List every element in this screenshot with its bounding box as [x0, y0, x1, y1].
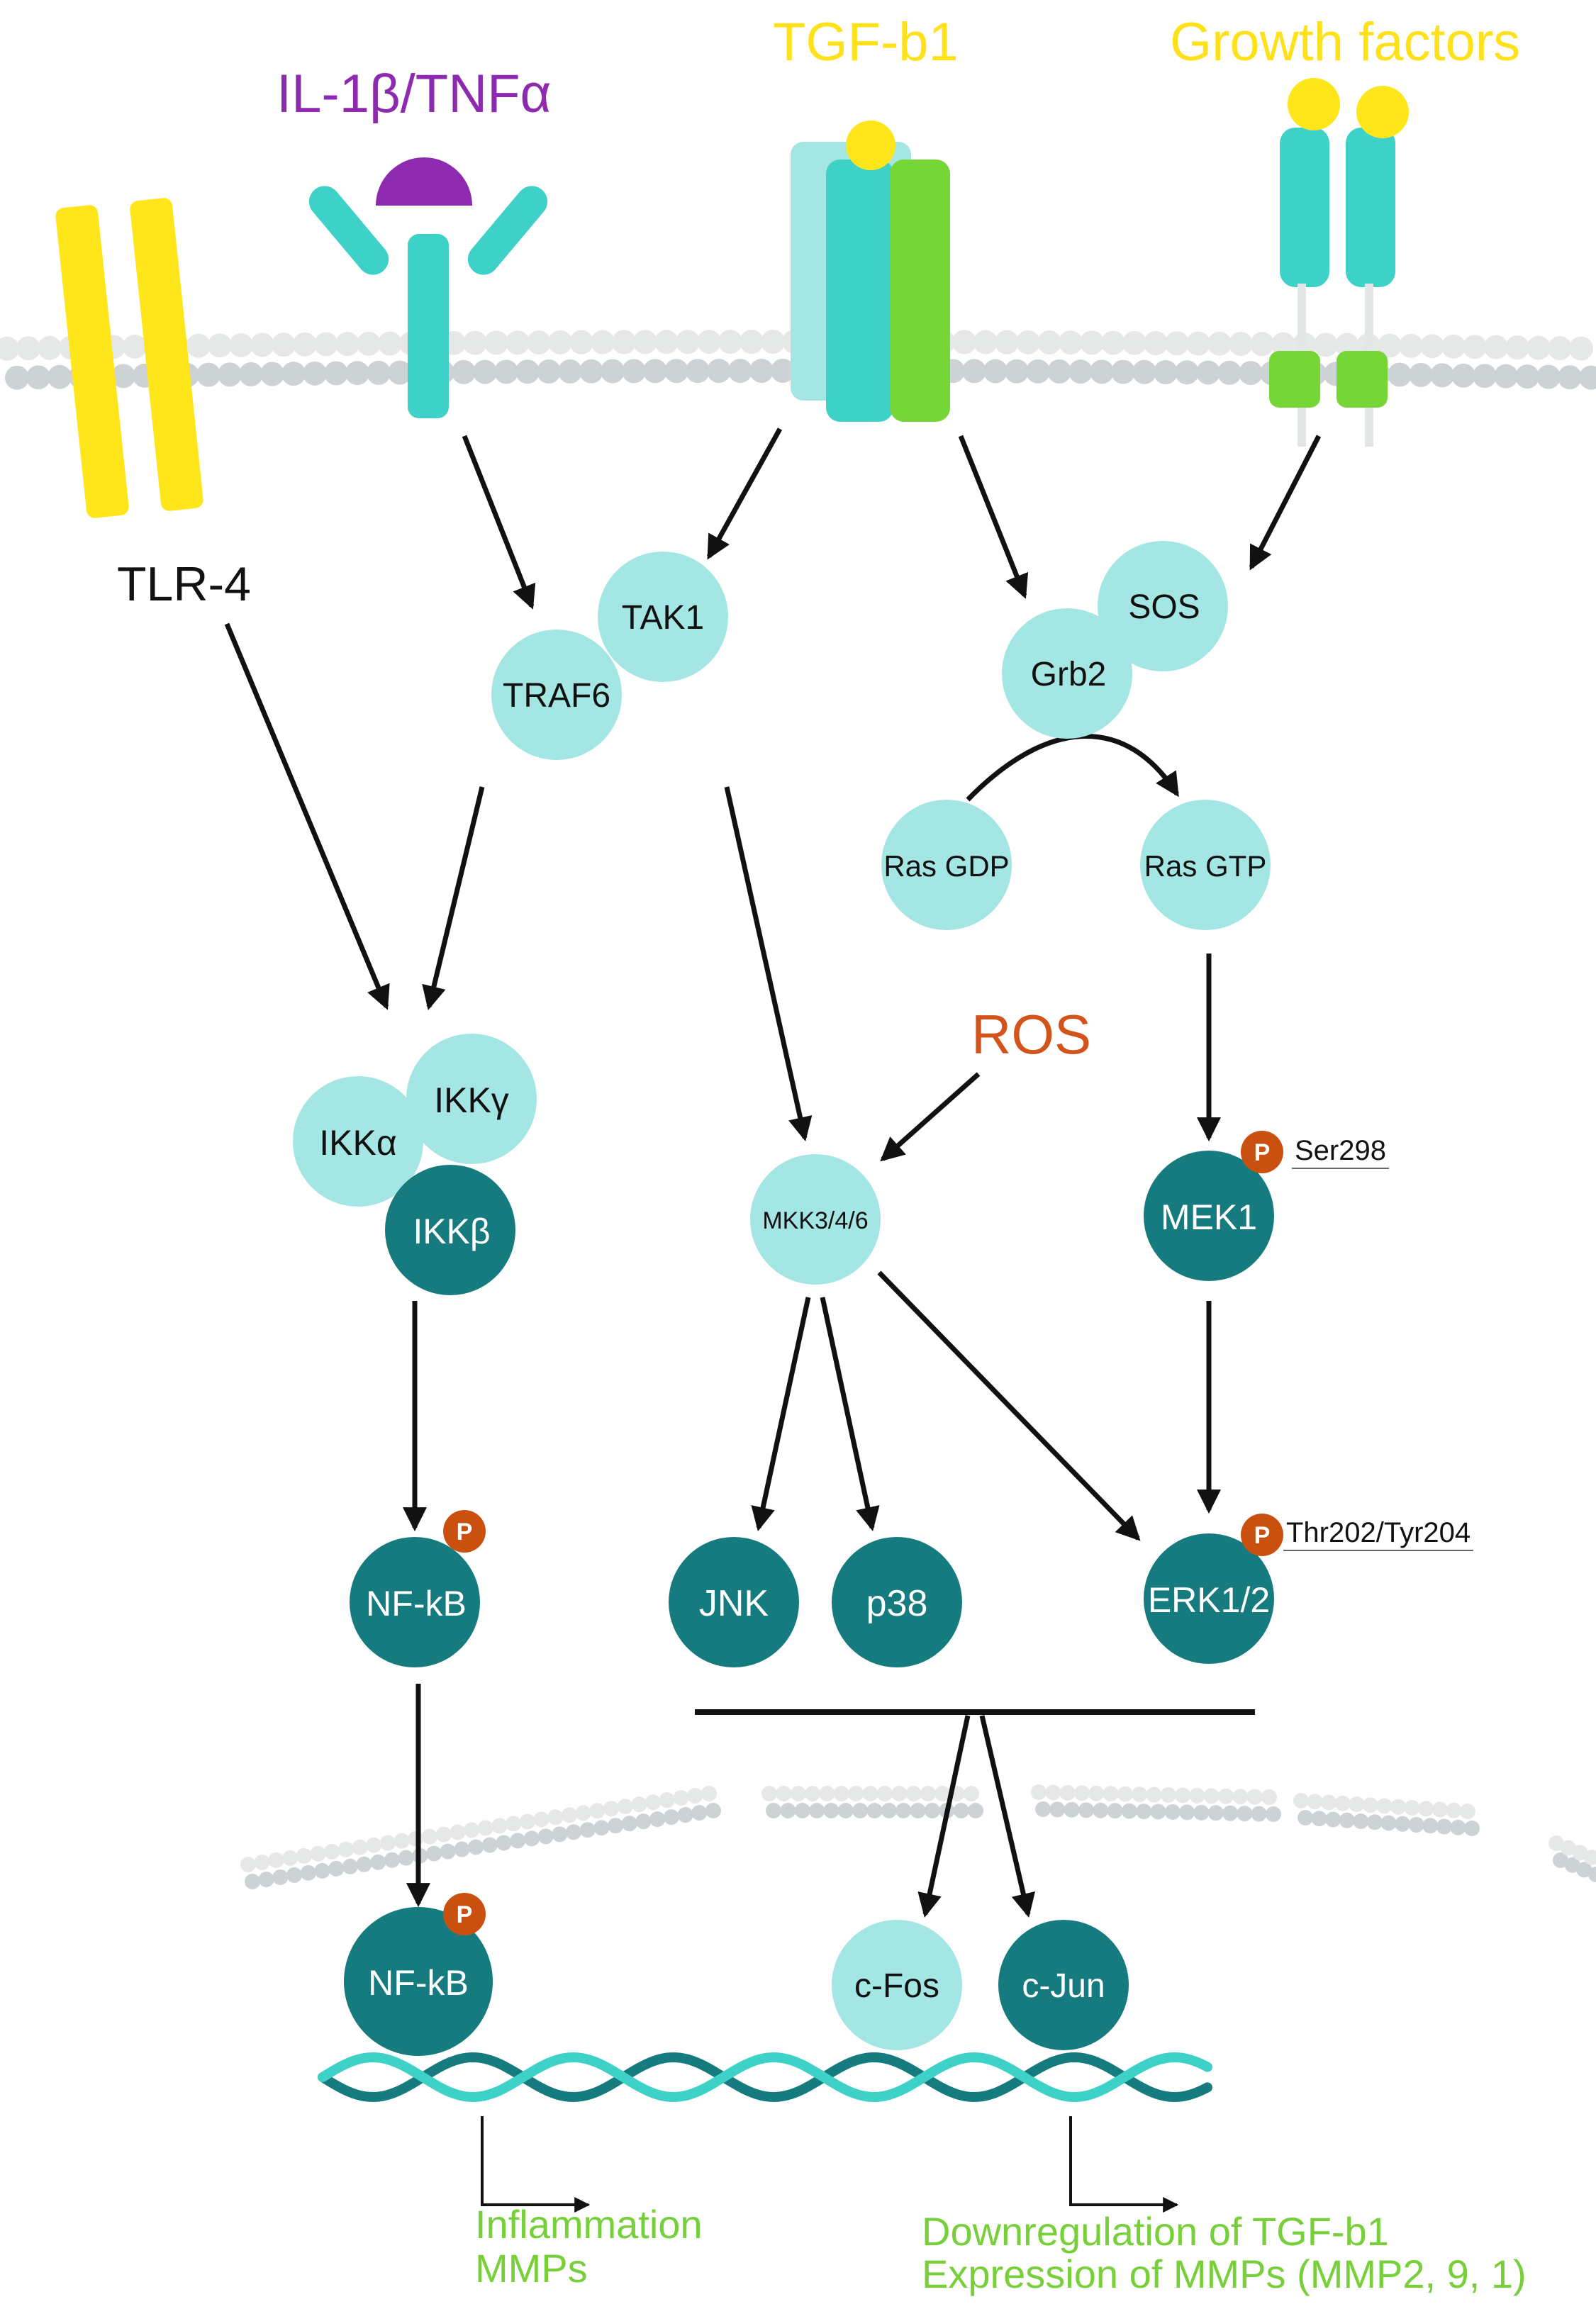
arrow-ras-gdp-to-gtp [966, 734, 1179, 802]
ras-gdp-node [881, 800, 1012, 930]
tak1-label: TAK1 [621, 599, 705, 637]
ras-gtp-node [1140, 800, 1271, 930]
outcome-left-line2: MMPs [475, 2246, 588, 2291]
arrows [224, 427, 1322, 2213]
nfkb-nuc-label: NF-kB [368, 1963, 469, 2003]
arrow-mkk-to-erk [877, 1270, 1141, 1541]
nuclear-membrane [240, 1784, 1596, 1889]
phospho-badge-label: P [456, 1519, 473, 1545]
mek1-label: MEK1 [1160, 1197, 1258, 1237]
arrow-left-outcome [481, 2116, 591, 2213]
nfkb-cyto-label: NF-kB [366, 1584, 467, 1623]
arrow-ros-to-mkk [880, 1072, 981, 1162]
nfkb-nuc-node [344, 1907, 493, 2056]
ikk-gamma-node [406, 1034, 537, 1164]
erk-node [1144, 1533, 1274, 1664]
nfkb-cyto-node [350, 1537, 480, 1667]
growth-factors-label: Growth factors [1170, 12, 1521, 72]
grb2-node [1002, 608, 1132, 739]
tlr4-label: TLR-4 [117, 557, 251, 611]
ikk-beta-label: IKKβ [413, 1212, 491, 1251]
traf6-label: TRAF6 [502, 677, 611, 715]
arrow-traf6-to-ikk [422, 786, 485, 1010]
mek1-node [1144, 1151, 1274, 1281]
arrow-mkk-to-jnk [751, 1297, 811, 1531]
erk-phospho-site: Thr202/Tyr204 [1283, 1519, 1474, 1551]
ikk-alpha-node [293, 1076, 423, 1207]
arrow-to-cjun [979, 1715, 1036, 1918]
mkk-node [750, 1154, 881, 1285]
phospho-badge-label: P [456, 1901, 473, 1928]
arrow-tlr4-to-ikk [224, 622, 390, 1010]
nfkb-nuc-phospho-icon [443, 1893, 486, 1935]
il1-tnf-receptor [308, 157, 548, 418]
protein-nodes [293, 541, 1283, 2056]
arrow-tak1-to-mkk [724, 786, 813, 1141]
cfos-node [832, 1920, 962, 2050]
p38-node [832, 1537, 962, 1667]
mek1-phospho-site: Ser298 [1292, 1136, 1389, 1169]
ikk-gamma-label: IKKγ [434, 1080, 509, 1120]
mek1-phospho-icon [1241, 1131, 1283, 1173]
p38-label: p38 [866, 1583, 928, 1624]
sos-node [1098, 541, 1228, 671]
jnk-label: JNK [698, 1583, 769, 1624]
jnk-node [669, 1537, 799, 1667]
arrow-tgf-to-tak1 [706, 427, 783, 560]
erk-label: ERK1/2 [1147, 1580, 1271, 1620]
erk-phospho-icon [1241, 1514, 1283, 1556]
tgf-label: TGF-b1 [773, 12, 959, 72]
dna-helix [318, 2052, 1212, 2103]
sos-label: SOS [1128, 588, 1200, 626]
outcome-right-line2: Expression of MMPs (MMP2, 9, 1) [922, 2252, 1527, 2296]
grb2-label: Grb2 [1030, 656, 1107, 693]
ikk-beta-node [385, 1165, 515, 1295]
ikk-alpha-label: IKKα [319, 1123, 397, 1163]
arrow-il1-to-traf6 [462, 435, 536, 610]
phospho-badge-label: P [1254, 1522, 1271, 1549]
tgf-receptor [791, 121, 950, 422]
cfos-label: c-Fos [854, 1967, 939, 2005]
ras-gtp-label: Ras GTP [1144, 849, 1267, 883]
tlr4-receptor [55, 198, 203, 518]
ros-label: ROS [971, 1003, 1092, 1066]
cjun-label: c-Jun [1022, 1967, 1105, 2005]
arrow-gf-to-sos [1249, 435, 1322, 571]
outcome-left-line1: Inflammation [475, 2202, 703, 2247]
arrow-mkk-to-p38 [820, 1297, 880, 1531]
tak1-node [598, 552, 728, 682]
ras-gdp-label: Ras GDP [883, 849, 1010, 883]
cjun-node [998, 1920, 1129, 2050]
arrow-to-cfos [917, 1715, 971, 1918]
outcome-right-line1: Downregulation of TGF-b1 [922, 2209, 1389, 2254]
il1-tnf-label: IL-1β/TNFα [277, 64, 552, 124]
growth-factor-receptor [1269, 78, 1409, 447]
traf6-node [491, 630, 622, 760]
phospho-badge-label: P [1254, 1139, 1271, 1166]
arrow-tgf-to-grb2 [958, 435, 1029, 599]
nfkb-cyto-phospho-icon [443, 1510, 486, 1553]
mkk-label: MKK3/4/6 [762, 1207, 869, 1234]
arrow-right-outcome [1069, 2116, 1179, 2213]
